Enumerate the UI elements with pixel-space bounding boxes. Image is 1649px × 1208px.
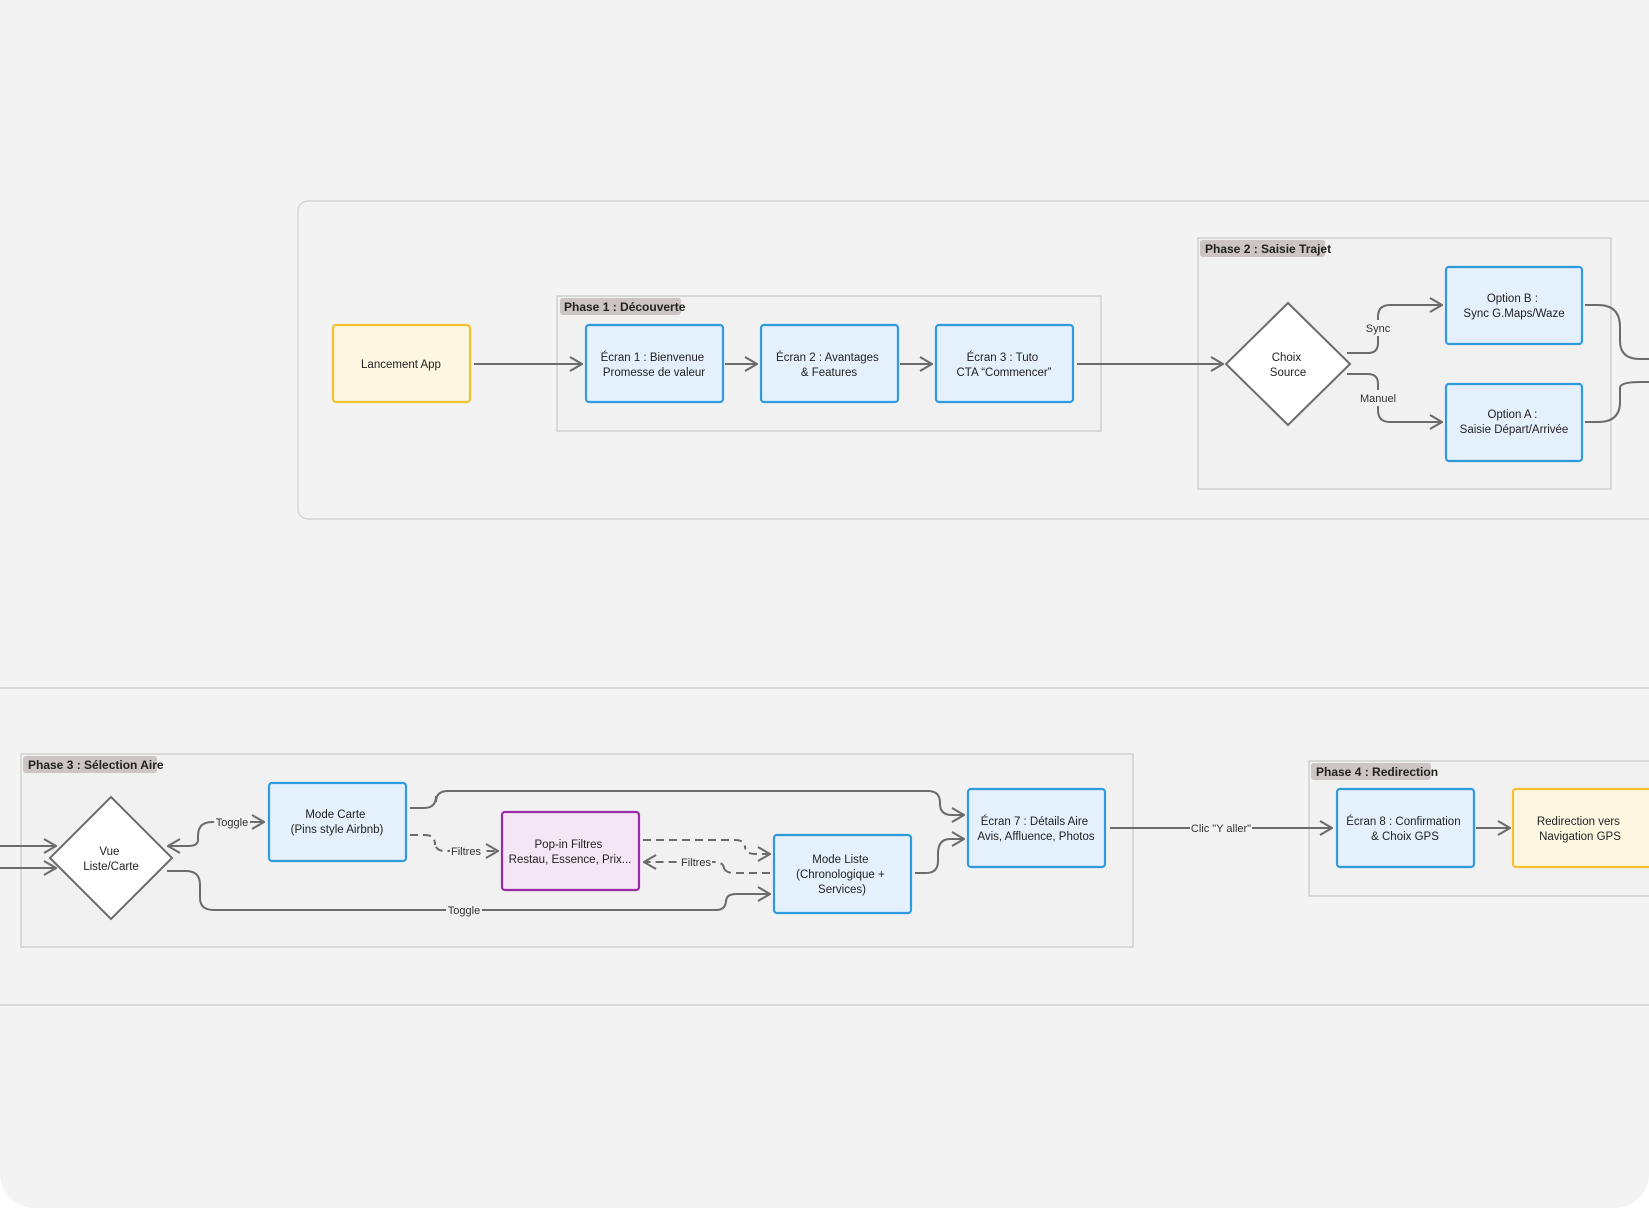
edge-mode-liste-to-ecran7 (915, 839, 964, 874)
svg-text:Manuel: Manuel (1360, 393, 1396, 405)
node-ecran-2-label: Écran 2 : Avantages & Features (776, 351, 882, 379)
edge-label-toggle-bottom: Toggle (446, 902, 482, 918)
edge-mode-liste-to-popin (644, 862, 770, 874)
node-mode-carte[interactable]: Mode Carte (Pins style Airbnb) (267, 781, 408, 863)
edge-label-clic-y-aller: Clic "Y aller" (1190, 820, 1252, 836)
node-mode-liste-label: Mode Liste (Chronologique + Services) (796, 854, 888, 896)
node-option-a[interactable]: Option A : Saisie Départ/Arrivée (1444, 382, 1584, 463)
svg-text:Toggle: Toggle (448, 905, 480, 917)
node-redirection-gps-label: Redirection vers Navigation GPS (1537, 816, 1623, 843)
node-option-b[interactable]: Option B : Sync G.Maps/Waze (1444, 265, 1584, 346)
node-popin-filtres[interactable]: Pop-in Filtres Restau, Essence, Prix... (500, 810, 641, 892)
edge-option-a-out (1585, 381, 1649, 423)
phase-1-label: Phase 1 : Découverte (564, 300, 686, 314)
phase-4-tag: Phase 4 : Redirection (1311, 763, 1438, 780)
node-option-a-label: Option A : Saisie Départ/Arrivée (1460, 409, 1569, 436)
svg-text:Filtres: Filtres (451, 846, 481, 858)
edge-mode-carte-to-popin (410, 834, 498, 851)
edge-label-manuel: Manuel (1357, 390, 1399, 406)
edge-popin-to-mode-liste (643, 839, 770, 854)
phase-3-label: Phase 3 : Sélection Aire (28, 758, 164, 772)
phase-3-tag: Phase 3 : Sélection Aire (23, 756, 164, 773)
node-ecran-3[interactable]: Écran 3 : Tuto CTA “Commencer” (934, 323, 1075, 404)
node-option-b-label: Option B : Sync G.Maps/Waze (1463, 293, 1564, 320)
phase-4-label: Phase 4 : Redirection (1316, 765, 1438, 779)
node-popin-filtres-label: Pop-in Filtres Restau, Essence, Prix... (509, 839, 632, 866)
svg-text:Clic "Y aller": Clic "Y aller" (1191, 823, 1251, 835)
node-ecran-8[interactable]: Écran 8 : Confirmation & Choix GPS (1335, 787, 1476, 869)
node-mode-carte-label: Mode Carte (Pins style Airbnb) (291, 809, 384, 836)
svg-text:Toggle: Toggle (216, 817, 248, 829)
phase-2-tag: Phase 2 : Saisie Trajet (1200, 240, 1331, 257)
onboarding-group-frame (297, 200, 1649, 520)
phase-2-label: Phase 2 : Saisie Trajet (1205, 242, 1331, 256)
phase-1-tag: Phase 1 : Découverte (560, 298, 686, 315)
node-ecran-3-label: Écran 3 : Tuto CTA “Commencer” (957, 351, 1052, 379)
edge-label-sync: Sync (1362, 320, 1394, 336)
decision-vue-liste-carte[interactable]: Vue Liste/Carte (48, 795, 174, 921)
edge-toggle-back-to-vue (168, 821, 213, 846)
node-ecran-7-label: Écran 7 : Détails Aire Avis, Affluence, … (977, 815, 1094, 843)
edge-option-b-out (1585, 304, 1649, 360)
node-lancement-app-label: Lancement App (361, 359, 441, 371)
node-ecran-1-label: Écran 1 : Bienvenue Promesse de valeur (601, 351, 708, 379)
svg-text:Sync: Sync (1366, 323, 1391, 335)
node-ecran-8-label: Écran 8 : Confirmation & Choix GPS (1346, 815, 1464, 843)
edge-label-filtres-back: Filtres (680, 854, 712, 870)
decision-choix-source[interactable]: Choix Source (1224, 301, 1352, 427)
node-redirection-gps[interactable]: Redirection vers Navigation GPS (1511, 787, 1649, 869)
node-lancement-app[interactable]: Lancement App (331, 323, 472, 404)
decision-vue-liste-carte-label: Vue Liste/Carte (83, 846, 139, 873)
svg-text:Filtres: Filtres (681, 857, 711, 869)
node-mode-liste[interactable]: Mode Liste (Chronologique + Services) (772, 833, 913, 915)
edge-mode-carte-to-ecran7 (410, 790, 964, 815)
edge-label-filtres-out: Filtres (450, 843, 482, 859)
node-ecran-1[interactable]: Écran 1 : Bienvenue Promesse de valeur (584, 323, 725, 404)
decision-choix-source-label: Choix Source (1270, 352, 1306, 379)
node-ecran-2[interactable]: Écran 2 : Avantages & Features (759, 323, 900, 404)
node-ecran-7[interactable]: Écran 7 : Détails Aire Avis, Affluence, … (966, 787, 1107, 869)
edge-label-toggle-top: Toggle (214, 814, 250, 830)
